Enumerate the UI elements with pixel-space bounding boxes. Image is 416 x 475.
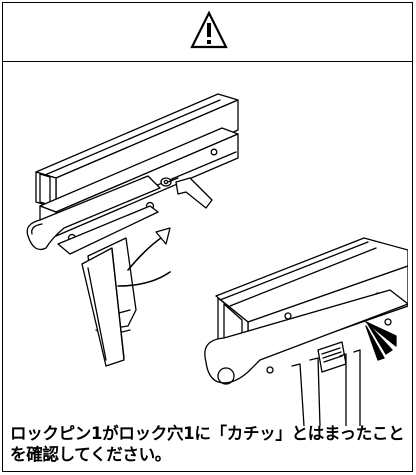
lock-pin-illustration [26, 93, 408, 426]
warning-triangle-icon [190, 10, 228, 49]
warning-header [3, 3, 412, 62]
hand-pressing-lock-pin-icon [26, 93, 239, 367]
warning-card [2, 2, 413, 472]
caption-text: ロックピン1がロック穴1に「カチッ」とはまったことを確認してください。 [10, 424, 405, 464]
lock-pin-engaged-icon [204, 237, 408, 426]
